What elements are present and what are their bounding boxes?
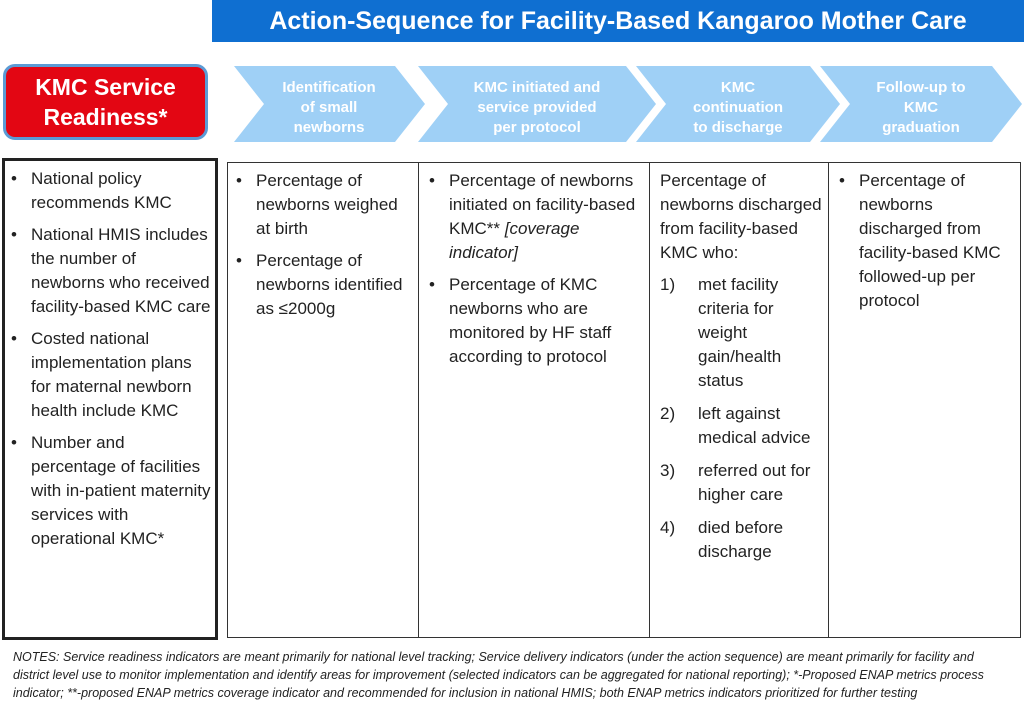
step-4-line2: KMC	[903, 99, 939, 116]
continuation-intro: Percentage of newborns discharged from f…	[660, 171, 822, 262]
step-2-line2: service provided	[477, 99, 597, 116]
outcome-number: 4)	[660, 518, 676, 537]
chevron-step-1	[234, 66, 425, 142]
outcome-text: referred out for higher care	[698, 461, 811, 504]
outcome-number: 1)	[660, 275, 676, 294]
column-follow-up: Percentage of newborns discharged from f…	[828, 162, 1021, 638]
outcome-text: left against medical advice	[698, 404, 811, 447]
readiness-indicator: Costed national implementation plans for…	[9, 327, 213, 423]
discharge-outcome: 2) left against medical advice	[660, 402, 822, 450]
step-3-line2: continuation	[693, 99, 783, 116]
step-3-line1: KMC	[720, 79, 756, 96]
discharge-outcome-list: 1) met facility criteria for weight gain/…	[660, 273, 822, 564]
step-1-label: Identification of small newborns	[262, 74, 396, 142]
discharge-outcome: 3) referred out for higher care	[660, 459, 822, 507]
column-initiation: Percentage of newborns initiated on faci…	[418, 162, 650, 638]
initiation-indicator-list: Percentage of newborns initiated on faci…	[419, 163, 649, 369]
discharge-outcome: 1) met facility criteria for weight gain/…	[660, 273, 822, 393]
step-4-line3: graduation	[882, 119, 960, 136]
step-1-line2: of small	[300, 99, 358, 116]
step-3-line3: to discharge	[693, 119, 783, 136]
discharge-outcome: 4) died before discharge	[660, 516, 822, 564]
step-1-line1: Identification	[282, 79, 376, 96]
readiness-indicator-list: National policy recommends KMC National …	[5, 161, 215, 551]
identification-indicator: Percentage of newborns identified as ≤20…	[234, 249, 410, 321]
step-2-line1: KMC initiated and	[473, 79, 601, 96]
identification-indicator-list: Percentage of newborns weighed at birth …	[228, 163, 418, 321]
diagram-title: Action-Sequence for Facility-Based Kanga…	[212, 0, 1024, 42]
step-4-line1: Follow-up to	[876, 79, 966, 96]
outcome-text: met facility criteria for weight gain/he…	[698, 275, 782, 390]
readiness-indicator: Number and percentage of facilities with…	[9, 431, 213, 551]
notes-footer: NOTES: Service readiness indicators are …	[13, 650, 984, 700]
initiation-indicator: Percentage of KMC newborns who are monit…	[427, 273, 641, 369]
kmc-service-readiness-box: KMC Service Readiness*	[3, 64, 208, 140]
chevron-step-3	[636, 66, 840, 142]
step-2-line3: per protocol	[493, 119, 581, 136]
column-continuation: Percentage of newborns discharged from f…	[649, 162, 829, 638]
step-1-line3: newborns	[293, 119, 365, 136]
step-4-label: Follow-up to KMC graduation	[848, 74, 994, 142]
chevron-step-2	[418, 66, 656, 142]
readiness-label-line2: Readiness*	[43, 104, 168, 130]
readiness-indicator: National HMIS includes the number of new…	[9, 223, 213, 319]
coverage-indicator-note: [coverage indicator]	[449, 219, 580, 262]
outcome-text: died before discharge	[698, 518, 784, 561]
readiness-indicator: National policy recommends KMC	[9, 167, 213, 215]
readiness-indicators-box: National policy recommends KMC National …	[2, 158, 218, 640]
chevron-step-4	[820, 66, 1022, 142]
outcome-number: 2)	[660, 404, 676, 423]
readiness-label-line1: KMC Service	[35, 74, 176, 100]
action-sequence-chevrons	[234, 66, 1022, 142]
column-identification: Percentage of newborns weighed at birth …	[227, 162, 419, 638]
step-2-label: KMC initiated and service provided per p…	[446, 74, 628, 142]
identification-indicator: Percentage of newborns weighed at birth	[234, 169, 410, 241]
step-3-label: KMC continuation to discharge	[664, 74, 812, 142]
outcome-number: 3)	[660, 461, 676, 480]
follow-up-indicator: Percentage of newborns discharged from f…	[837, 169, 1012, 313]
initiation-indicator: Percentage of newborns initiated on faci…	[427, 169, 641, 265]
follow-up-indicator-list: Percentage of newborns discharged from f…	[829, 163, 1020, 313]
initiation-indicator-text: Percentage of newborns initiated on faci…	[449, 171, 636, 238]
